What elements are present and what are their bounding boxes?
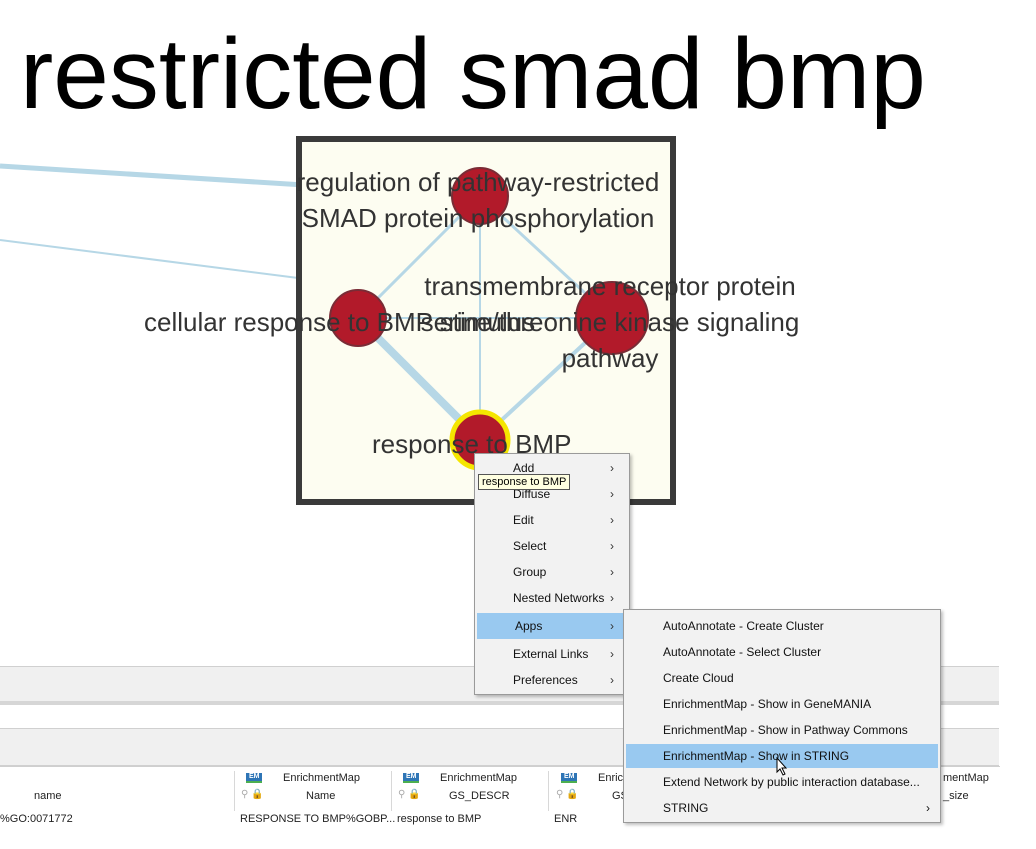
menu-item-label: Preferences xyxy=(513,673,578,687)
menu-item-label: Group xyxy=(513,565,547,579)
enrichmentmap-logo-icon: EM xyxy=(561,773,577,783)
menu-item-label: Apps xyxy=(515,619,543,633)
menu-item-label: AutoAnnotate - Create Cluster xyxy=(663,619,824,633)
menu-item-add[interactable]: Add › xyxy=(475,455,629,481)
label-line: serine/threonine kinase signaling xyxy=(420,307,800,337)
menu-item-label: Extend Network by public interaction dat… xyxy=(663,775,920,789)
column-header-name[interactable]: name xyxy=(34,790,62,802)
chevron-right-icon: › xyxy=(610,673,614,687)
panel-divider xyxy=(0,701,999,705)
network-lock-icon: ⚲ 🔒 xyxy=(398,789,421,800)
menu-item-select[interactable]: Select › xyxy=(475,533,629,559)
menu-item-label: Add xyxy=(513,461,535,475)
label-line: pathway xyxy=(561,343,659,373)
node-transmembrane[interactable] xyxy=(575,281,649,355)
submenu-item-string[interactable]: STRING › xyxy=(626,796,938,820)
chevron-right-icon: › xyxy=(610,647,614,661)
chevron-right-icon: › xyxy=(610,487,614,501)
menu-item-label: EnrichmentMap - Show in GeneMANIA xyxy=(663,697,872,711)
submenu-item-pathway-commons[interactable]: EnrichmentMap - Show in Pathway Commons xyxy=(626,718,938,742)
cell-name[interactable]: %GO:0071772 xyxy=(0,813,73,825)
menu-item-label: External Links xyxy=(513,647,589,661)
chevron-right-icon: › xyxy=(610,565,614,579)
column-group-label: EnrichmentMap xyxy=(440,772,518,784)
menu-item-label: Nested Networks xyxy=(513,591,605,605)
menu-item-external-links[interactable]: External Links › xyxy=(475,641,629,667)
menu-item-label: EnrichmentMap - Show in Pathway Commons xyxy=(663,723,908,737)
cell-gs-descr[interactable]: response to BMP xyxy=(397,813,482,825)
label-regulation: regulation of pathway-restricted SMAD pr… xyxy=(278,164,678,236)
submenu-item-autoannotate-create[interactable]: AutoAnnotate - Create Cluster xyxy=(626,614,938,638)
cell-em-name[interactable]: RESPONSE TO BMP%GOBP... xyxy=(240,813,396,825)
menu-item-nested-networks[interactable]: Nested Networks › xyxy=(475,585,629,611)
submenu-item-genemania[interactable]: EnrichmentMap - Show in GeneMANIA xyxy=(626,692,938,716)
column-group-label: Enric xyxy=(598,772,624,784)
column-group-label: EnrichmentMap xyxy=(283,772,361,784)
chevron-right-icon: › xyxy=(610,619,614,633)
label-line: SMAD protein phosphorylation xyxy=(301,203,655,233)
enrichmentmap-logo-icon: EM xyxy=(403,773,419,783)
annotation-title: restricted smad bmp xyxy=(20,18,926,130)
node-regulation[interactable] xyxy=(451,167,509,225)
mouse-cursor-icon xyxy=(776,757,788,776)
cell-gs[interactable]: ENR xyxy=(554,813,578,825)
menu-item-group[interactable]: Group › xyxy=(475,559,629,585)
label-transmembrane: transmembrane receptor protein serine/th… xyxy=(402,268,818,376)
chevron-right-icon: › xyxy=(926,801,930,815)
network-lock-icon: ⚲ 🔒 xyxy=(556,789,579,800)
submenu-item-autoannotate-select[interactable]: AutoAnnotate - Select Cluster xyxy=(626,640,938,664)
menu-item-label: Select xyxy=(513,539,547,553)
menu-item-label: AutoAnnotate - Select Cluster xyxy=(663,645,822,659)
submenu-item-create-cloud[interactable]: Create Cloud xyxy=(626,666,938,690)
network-lock-icon: ⚲ 🔒 xyxy=(241,789,264,800)
menu-item-label: Diffuse xyxy=(513,487,551,501)
label-cellular-response: cellular response to BMP stimulus xyxy=(144,307,536,337)
chevron-right-icon: › xyxy=(610,513,614,527)
menu-item-edit[interactable]: Edit › xyxy=(475,507,629,533)
column-group-label: mentMap xyxy=(943,772,989,784)
submenu-item-extend-network[interactable]: Extend Network by public interaction dat… xyxy=(626,770,938,794)
chevron-right-icon: › xyxy=(610,539,614,553)
apps-submenu[interactable]: AutoAnnotate - Create Cluster AutoAnnota… xyxy=(623,609,941,823)
column-header-size[interactable]: _size xyxy=(943,790,969,802)
label-line: regulation of pathway-restricted xyxy=(296,167,660,197)
menu-item-label: Edit xyxy=(513,513,534,527)
menu-item-label: STRING xyxy=(663,801,709,815)
menu-item-preferences[interactable]: Preferences › xyxy=(475,667,629,693)
menu-item-label: EnrichmentMap - Show in STRING xyxy=(663,749,850,763)
chevron-right-icon: › xyxy=(610,461,614,475)
menu-item-label: Create Cloud xyxy=(663,671,734,685)
menu-item-apps[interactable]: Apps › xyxy=(477,613,625,639)
menu-item-diffuse[interactable]: Diffuse › xyxy=(475,481,629,507)
node-cellular-response[interactable] xyxy=(329,289,387,347)
column-header-em-name[interactable]: Name xyxy=(306,790,336,802)
context-menu[interactable]: Add › Diffuse › Edit › Select › Group › Neste… xyxy=(474,453,630,695)
label-line: transmembrane receptor protein xyxy=(424,271,796,301)
enrichmentmap-logo-icon: EM xyxy=(246,773,262,783)
chevron-right-icon: › xyxy=(610,591,614,605)
node-tooltip: response to BMP xyxy=(478,474,571,490)
column-header-gs-descr[interactable]: GS_DESCR xyxy=(449,790,510,802)
